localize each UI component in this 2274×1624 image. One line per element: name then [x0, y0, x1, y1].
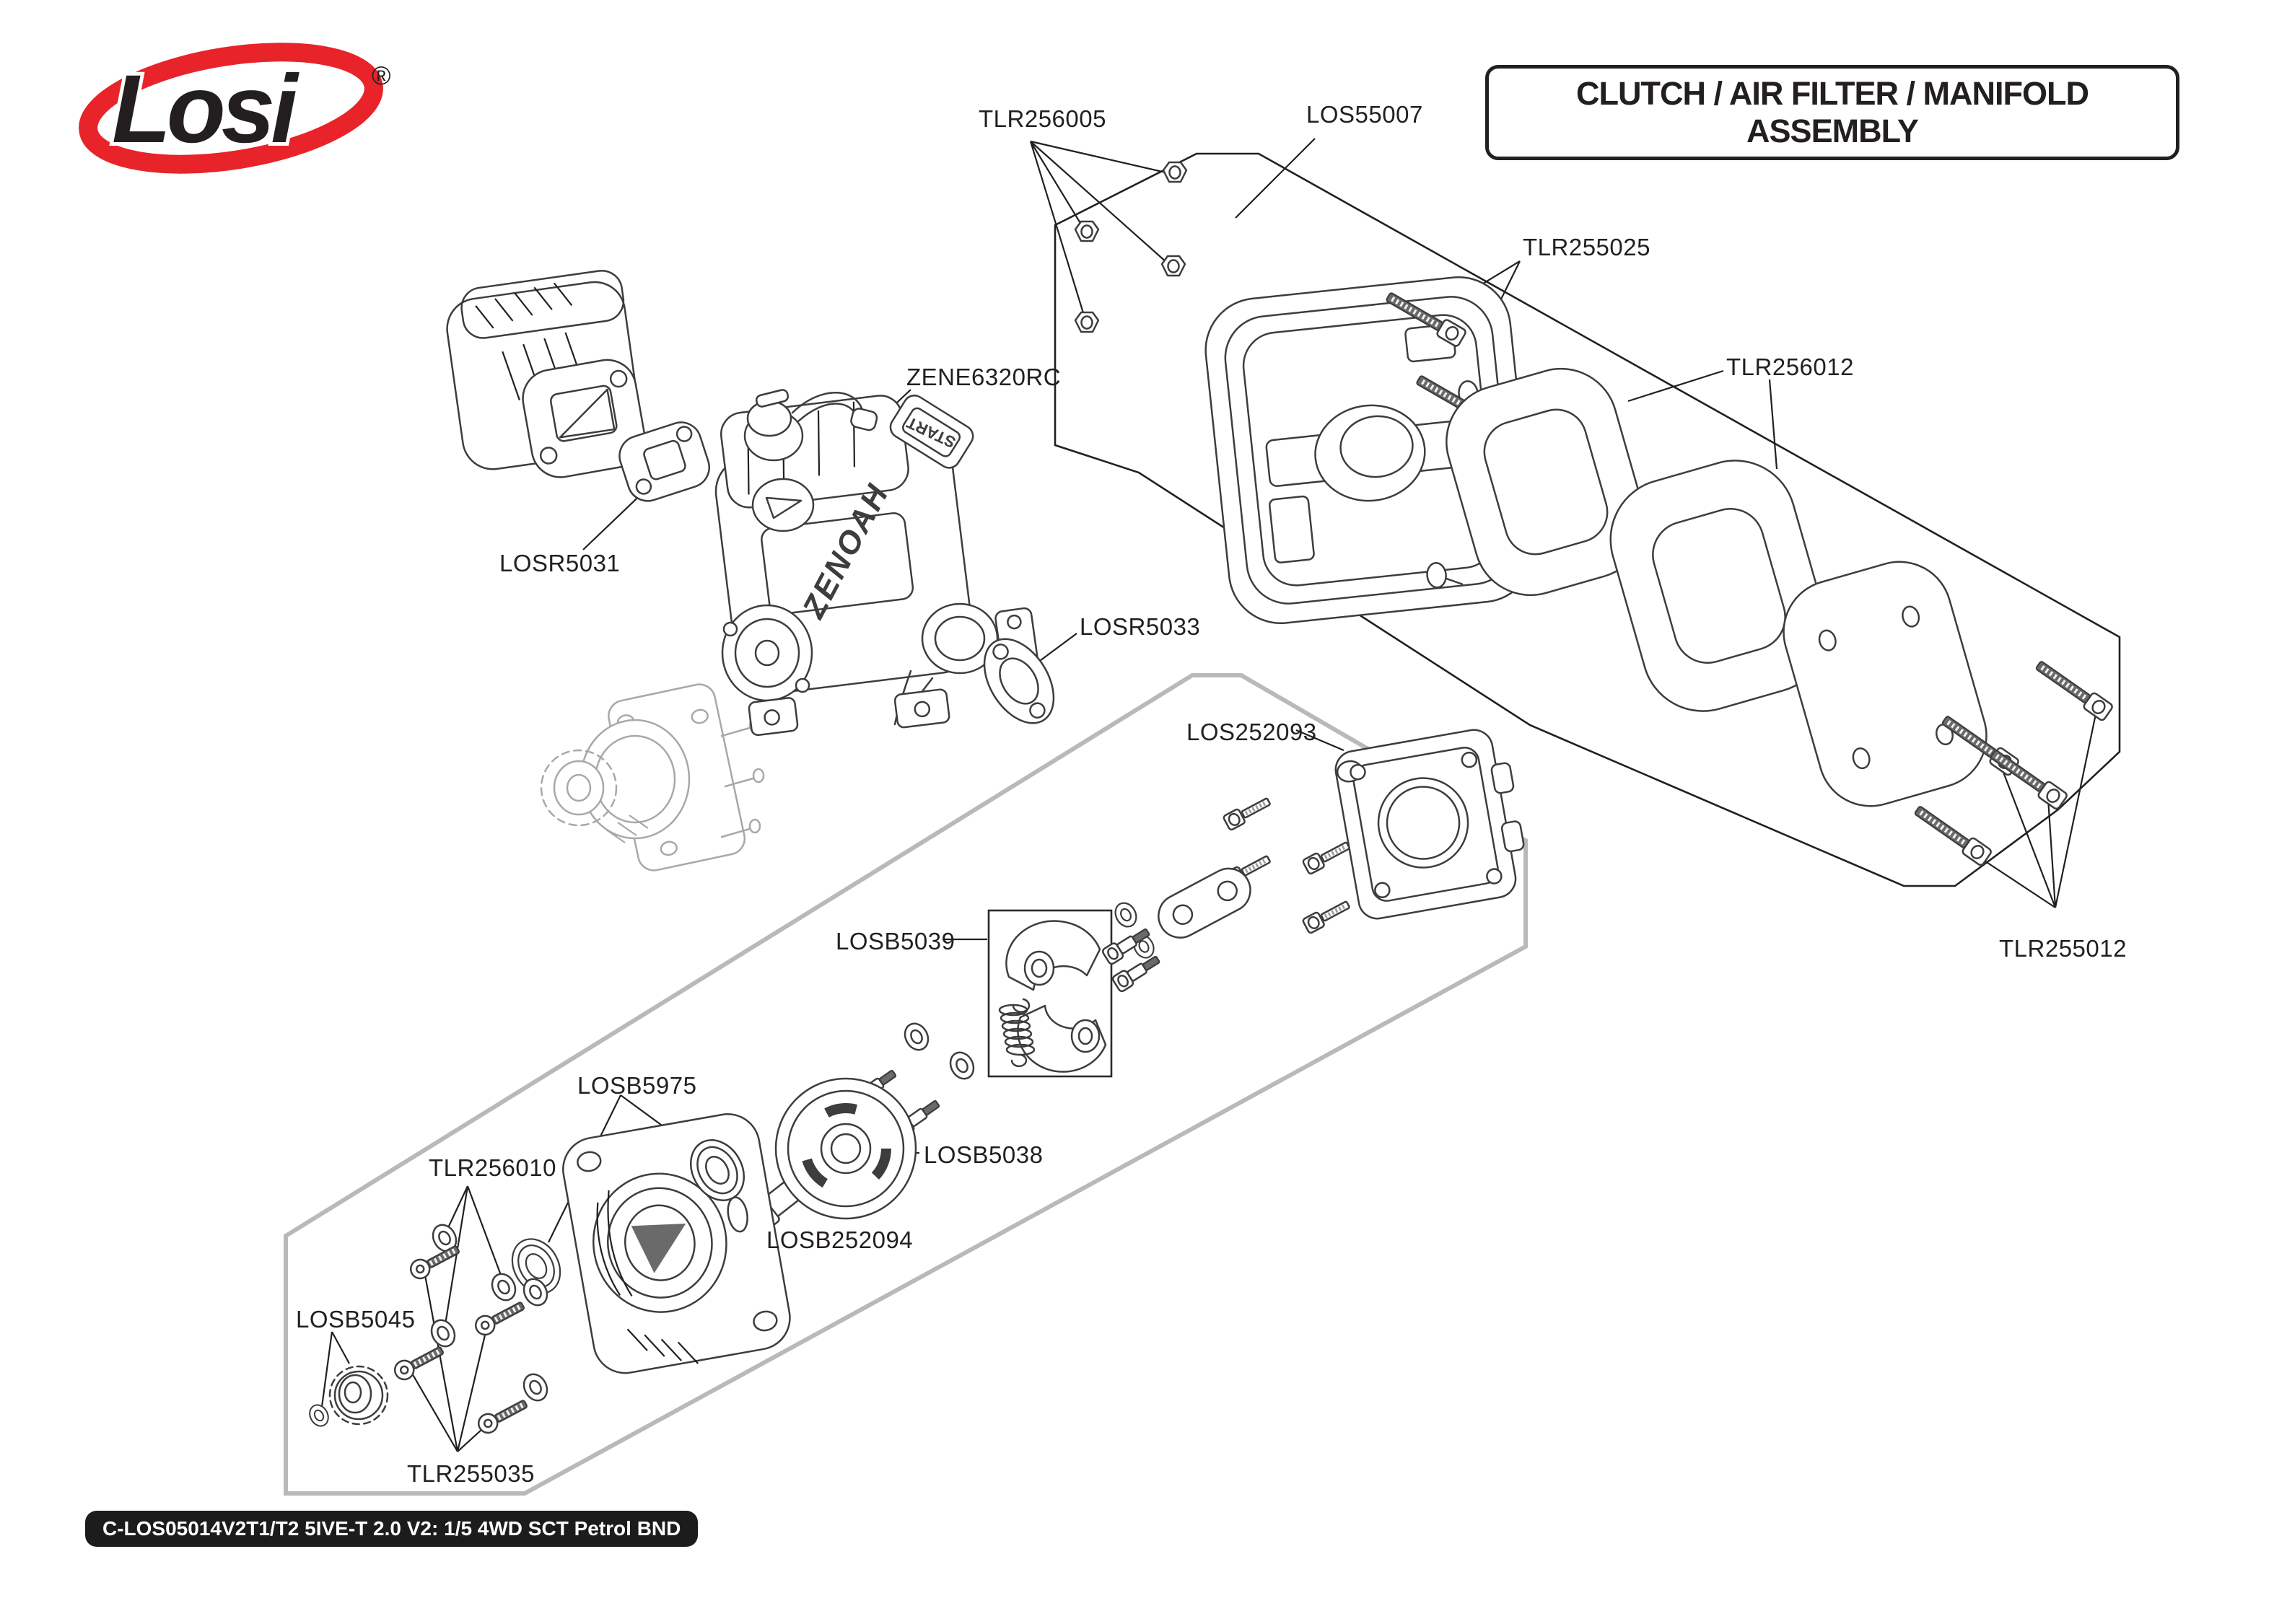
- muffler-drawing: [446, 270, 646, 478]
- foam-filter-1-drawing: [1446, 367, 1646, 597]
- leader-los252093: [1295, 729, 1344, 752]
- air-filter-base-drawing: [1204, 276, 1535, 625]
- part-label-tlr256012: TLR256012: [1726, 354, 1854, 380]
- carb-spacer-link-drawing: [1111, 867, 1251, 993]
- part-label-losb5038: LOSB5038: [924, 1141, 1044, 1168]
- part-label-losb5045: LOSB5045: [296, 1306, 416, 1333]
- carburetor-drawing: [893, 602, 1039, 726]
- part-label-zene6320rc: ZENE6320RC: [906, 364, 1062, 390]
- exhaust-gasket-drawing: [983, 638, 1055, 724]
- air-filter-group-boundary: [1054, 152, 2121, 887]
- leader-tlr256010: [443, 1185, 505, 1330]
- part-label-losr5033: LOSR5033: [1080, 613, 1201, 640]
- losi-logo: Losi ®: [79, 43, 391, 174]
- part-label-losb252094: LOSB252094: [766, 1226, 914, 1253]
- part-label-losr5031: LOSR5031: [499, 550, 621, 576]
- leader-los55007: [1235, 138, 1316, 219]
- foam-filter-2-drawing: [1609, 460, 1829, 712]
- part-label-los55007: LOS55007: [1306, 101, 1423, 128]
- engine-drawing: START ZENOAH: [714, 389, 1039, 737]
- filter-cover-plate-drawing: [1783, 561, 1987, 807]
- part-label-losb5039: LOSB5039: [836, 928, 955, 954]
- clutch-spring-drawing: [998, 998, 1036, 1068]
- part-label-tlr255012: TLR255012: [1999, 935, 2127, 962]
- mount-screws-drawing: [392, 1241, 530, 1436]
- leader-tlr255035: [411, 1270, 491, 1452]
- manifold-adapter-drawing: [1334, 729, 1525, 920]
- part-label-tlr255035: TLR255035: [407, 1460, 535, 1487]
- pinion-gear-drawing: [305, 1365, 389, 1431]
- logo-wordmark: Losi: [112, 56, 299, 163]
- clutch-group-boundary: [284, 673, 1528, 1496]
- start-handle-drawing: [889, 394, 974, 469]
- footer-part-number: C-LOS05014V2T1/T2 5IVE-T 2.0 V2: 1/5 4WD…: [85, 1511, 699, 1547]
- part-label-losb5975: LOSB5975: [577, 1072, 697, 1099]
- muffler-gasket-drawing: [618, 421, 710, 502]
- manifold-screws-drawing: [1223, 794, 1352, 934]
- logo-swoosh: [79, 43, 383, 174]
- kit-box-outline: [987, 909, 1113, 1078]
- clutch-shoe-kit-drawing: [987, 909, 1113, 1078]
- assembled-clutch-reference-drawing: [540, 683, 765, 872]
- fuel-cap-drawing: [743, 389, 878, 462]
- leader-losb5045: [320, 1331, 350, 1408]
- leader-tlr256005: [1029, 140, 1176, 325]
- part-label-tlr256010: TLR256010: [429, 1154, 556, 1181]
- logo-registered-mark: ®: [372, 61, 391, 90]
- part-label-los252093: LOS252093: [1186, 719, 1317, 745]
- clutch-mount-drawing: [562, 1113, 791, 1374]
- leader-tlr256012: [1627, 369, 1778, 470]
- part-label-tlr256005: TLR256005: [979, 105, 1106, 132]
- part-label-tlr255025: TLR255025: [1523, 234, 1650, 260]
- page-title: CLUTCH / AIR FILTER / MANIFOLD ASSEMBLY: [1485, 65, 2179, 160]
- leader-tlr255012: [1974, 710, 2098, 908]
